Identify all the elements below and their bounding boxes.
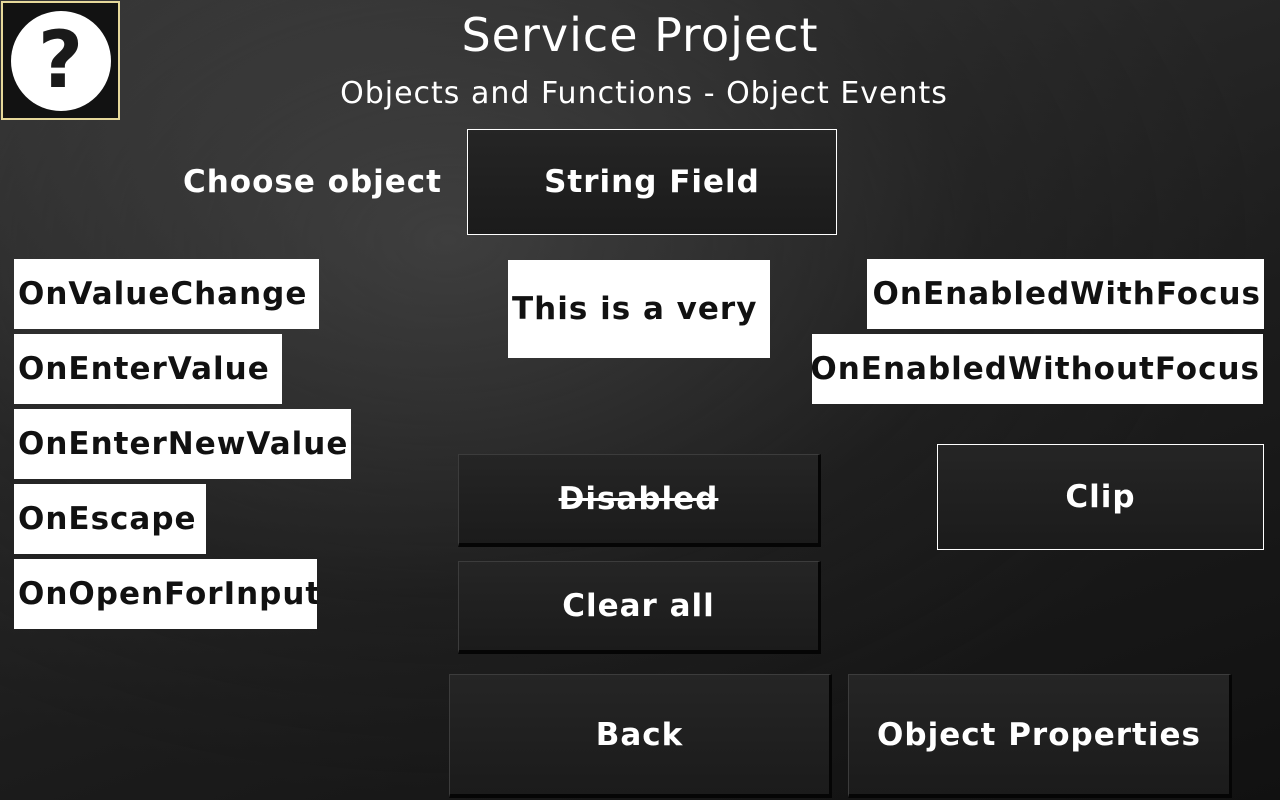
string-field-value: This is a very lo: [512, 291, 770, 327]
disabled-toggle-button[interactable]: Disabled: [458, 454, 821, 547]
back-label: Back: [595, 716, 684, 753]
event-onenabledwithoutfocus-button[interactable]: OnEnabledWithoutFocus: [812, 334, 1263, 404]
question-mark-icon: ?: [10, 10, 111, 111]
event-onopenforinput-button[interactable]: OnOpenForInput: [14, 559, 317, 629]
event-onentervalue-button[interactable]: OnEnterValue: [14, 334, 282, 404]
string-field-input[interactable]: This is a very lo: [508, 260, 770, 358]
event-onenabledwithfocus-button[interactable]: OnEnabledWithFocus: [867, 259, 1264, 329]
help-button[interactable]: ?: [1, 1, 120, 120]
event-label: OnEnterValue: [18, 351, 270, 387]
choose-object-label: Choose object: [182, 164, 442, 200]
page-subtitle: Objects and Functions - Object Events: [340, 76, 948, 111]
event-onenternewvalue-button[interactable]: OnEnterNewValue: [14, 409, 351, 479]
clear-all-label: Clear all: [562, 588, 715, 624]
event-label: OnEnterNewValue: [18, 426, 349, 462]
event-label: OnEscape: [18, 501, 197, 537]
choose-object-button[interactable]: String Field: [467, 129, 837, 235]
back-button[interactable]: Back: [449, 674, 832, 798]
object-properties-label: Object Properties: [877, 716, 1201, 753]
disabled-label: Disabled: [558, 481, 719, 517]
clip-label: Clip: [1065, 479, 1136, 515]
event-label: OnValueChange: [18, 276, 308, 312]
event-onvaluechange-button[interactable]: OnValueChange: [14, 259, 319, 329]
event-label: OnEnabledWithFocus: [872, 276, 1261, 312]
page-title: Service Project: [461, 8, 819, 62]
event-onescape-button[interactable]: OnEscape: [14, 484, 206, 554]
object-properties-button[interactable]: Object Properties: [848, 674, 1232, 798]
event-label: OnOpenForInput: [18, 576, 317, 612]
event-label: OnEnabledWithoutFocus: [812, 351, 1260, 387]
clear-all-button[interactable]: Clear all: [458, 561, 821, 654]
choose-object-value: String Field: [544, 164, 760, 200]
clip-button[interactable]: Clip: [937, 444, 1264, 550]
